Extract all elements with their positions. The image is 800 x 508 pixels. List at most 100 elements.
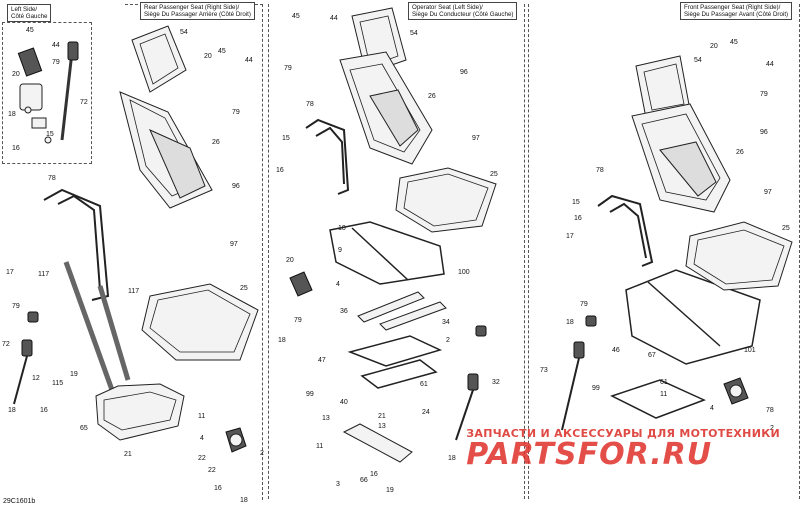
callout: 79 bbox=[294, 317, 302, 324]
callout: 25 bbox=[240, 285, 248, 292]
callout: 79 bbox=[232, 109, 240, 116]
callout: 96 bbox=[232, 183, 240, 190]
callout: 44 bbox=[766, 61, 774, 68]
operator-caption: Operator Seat (Left Side)/ Siège Du Cond… bbox=[408, 2, 518, 20]
operator-seat-assembly bbox=[289, 7, 497, 463]
callout: 34 bbox=[442, 319, 450, 326]
callout: 44 bbox=[330, 15, 338, 22]
left-side-panel bbox=[2, 22, 92, 164]
callout: 26 bbox=[736, 149, 744, 156]
callout: 11 bbox=[198, 413, 205, 420]
callout: 78 bbox=[766, 407, 774, 414]
callout: 78 bbox=[306, 101, 314, 108]
callout: 44 bbox=[245, 57, 253, 64]
callout: 72 bbox=[80, 99, 88, 106]
callout-labels: 45 44 20 79 72 18 15 16 54 45 44 20 79 2… bbox=[2, 13, 790, 504]
callout: 4 bbox=[200, 435, 204, 442]
callout: 61 bbox=[420, 381, 428, 388]
callout: 117 bbox=[128, 288, 139, 295]
callout: 54 bbox=[180, 29, 188, 36]
callout: 18 bbox=[8, 407, 16, 414]
callout: 97 bbox=[472, 135, 480, 142]
callout: 18 bbox=[448, 455, 456, 462]
callout: 115 bbox=[52, 380, 63, 387]
callout: 79 bbox=[284, 65, 292, 72]
callout: 13 bbox=[378, 423, 386, 430]
callout: 79 bbox=[580, 301, 588, 308]
callout: 99 bbox=[306, 391, 314, 398]
callout: 18 bbox=[240, 497, 248, 504]
callout: 45 bbox=[730, 39, 738, 46]
callout: 66 bbox=[360, 477, 368, 484]
watermark: ЗАПЧАСТИ И АКСЕССУАРЫ ДЛЯ МОТОТЕХНИКИ PA… bbox=[466, 427, 780, 470]
callout: 22 bbox=[208, 467, 216, 474]
callout: 79 bbox=[12, 303, 20, 310]
callout: 4 bbox=[336, 281, 340, 288]
callout: 26 bbox=[212, 139, 220, 146]
rear-seat-assembly bbox=[13, 25, 259, 453]
callout: 36 bbox=[340, 308, 348, 315]
callout: 10 bbox=[338, 225, 346, 232]
callout: 32 bbox=[492, 379, 500, 386]
callout: 15 bbox=[572, 199, 580, 206]
callout: 97 bbox=[230, 241, 238, 248]
callout: 3 bbox=[336, 481, 340, 488]
callout: 13 bbox=[322, 415, 330, 422]
callout: 20 bbox=[12, 71, 20, 78]
operator-panel bbox=[268, 4, 525, 499]
callout: 47 bbox=[318, 357, 326, 364]
callout: 2 bbox=[260, 450, 264, 457]
callout: 101 bbox=[744, 347, 756, 354]
callout: 24 bbox=[422, 409, 430, 416]
callout: 40 bbox=[340, 399, 348, 406]
callout: 20 bbox=[710, 43, 718, 50]
callout: 26 bbox=[428, 93, 436, 100]
callout: 15 bbox=[46, 131, 54, 138]
callout: 17 bbox=[6, 269, 14, 276]
callout: 73 bbox=[540, 367, 548, 374]
callout: 54 bbox=[410, 30, 418, 37]
callout: 11 bbox=[316, 443, 323, 450]
callout: 20 bbox=[286, 257, 294, 264]
document-number: 29C1601b bbox=[3, 498, 36, 505]
callout: 78 bbox=[596, 167, 604, 174]
callout: 12 bbox=[32, 375, 40, 382]
callout: 65 bbox=[80, 425, 88, 432]
callout: 19 bbox=[386, 487, 394, 494]
callout: 25 bbox=[490, 171, 498, 178]
callout: 21 bbox=[378, 413, 386, 420]
callout: 2 bbox=[770, 425, 774, 432]
callout: 67 bbox=[648, 352, 656, 359]
callout: 18 bbox=[8, 111, 16, 118]
callout: 79 bbox=[760, 91, 768, 98]
left-side-caption: Left Side/ Côté Gauche bbox=[7, 4, 52, 22]
callout: 2 bbox=[446, 337, 450, 344]
callout: 45 bbox=[292, 13, 300, 20]
callout: 19 bbox=[70, 371, 78, 378]
callout: 20 bbox=[204, 53, 212, 60]
callout: 16 bbox=[276, 167, 284, 174]
callout: 72 bbox=[2, 341, 10, 348]
callout: 25 bbox=[782, 225, 790, 232]
callout: 97 bbox=[764, 189, 772, 196]
callout: 16 bbox=[12, 145, 20, 152]
callout: 16 bbox=[40, 407, 48, 414]
callout: 79 bbox=[52, 59, 60, 66]
callout: 9 bbox=[338, 247, 342, 254]
watermark-tagline: ЗАПЧАСТИ И АКСЕССУАРЫ ДЛЯ МОТОТЕХНИКИ bbox=[466, 427, 780, 440]
left-side-hardware bbox=[17, 41, 79, 144]
rear-passenger-caption: Rear Passenger Seat (Right Side)/ Siège … bbox=[140, 2, 255, 20]
callout: 4 bbox=[710, 405, 714, 412]
callout: 15 bbox=[282, 135, 290, 142]
watermark-logo: PARTSFOR.RU bbox=[466, 437, 713, 472]
callout: 45 bbox=[26, 27, 34, 34]
callout: 17 bbox=[566, 233, 574, 240]
callout: 18 bbox=[278, 337, 286, 344]
callout: 21 bbox=[124, 451, 132, 458]
callout: 46 bbox=[612, 347, 620, 354]
front-passenger-caption: Front Passenger Seat (Right Side)/ Siège… bbox=[680, 2, 793, 20]
callout: 54 bbox=[694, 57, 702, 64]
callout: 100 bbox=[458, 269, 470, 276]
